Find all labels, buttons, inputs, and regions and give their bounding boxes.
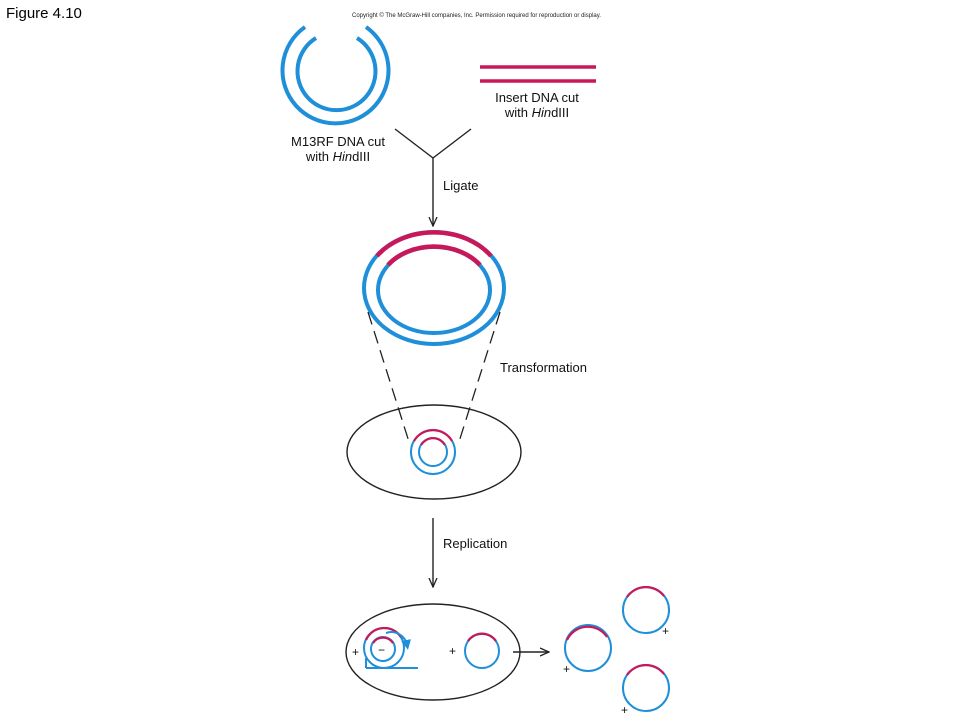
insert-segment-inner (386, 244, 482, 267)
plus-sign: + (563, 662, 570, 676)
ligate-label: Ligate (443, 178, 478, 193)
released-ss-dna-3 (622, 664, 670, 712)
vector-inner-strand (295, 36, 378, 113)
vector-outer-strand (280, 25, 391, 126)
minus-sign: − (378, 643, 385, 657)
recombinant-dna (362, 230, 506, 346)
replicating-host-cell: + − + (345, 603, 521, 701)
replication-label: Replication (443, 536, 507, 551)
figure-label: Figure 4.10 (6, 5, 82, 22)
transformation-funnel (367, 311, 501, 446)
insert-label-line2: with HindIII (504, 105, 569, 120)
vector-label-line2: with HindIII (305, 149, 370, 164)
released-ss-dna-2 (622, 586, 670, 634)
ligate-arrow (394, 128, 472, 226)
plus-sign: + (662, 624, 669, 638)
insert-dna-fragment (480, 65, 596, 83)
m13rf-cut-vector (280, 25, 391, 126)
transformation-label: Transformation (500, 360, 587, 375)
copyright-notice: Copyright © The McGraw-Hill companies, I… (352, 13, 601, 19)
rolling-circle-intermediate (363, 627, 418, 669)
insert-label: Insert DNA cut (495, 90, 579, 105)
ss-dna-in-cell (464, 632, 500, 669)
new-strand-arrow (385, 631, 411, 650)
plus-sign: + (449, 644, 456, 658)
released-ss-dna-1 (564, 624, 612, 672)
host-cell-outline (346, 404, 522, 500)
plus-sign: + (621, 703, 628, 717)
plus-sign: + (352, 645, 359, 659)
insert-segment-outer (375, 230, 493, 258)
transformed-host-cell (346, 404, 522, 500)
vector-label: M13RF DNA cut (291, 134, 385, 149)
